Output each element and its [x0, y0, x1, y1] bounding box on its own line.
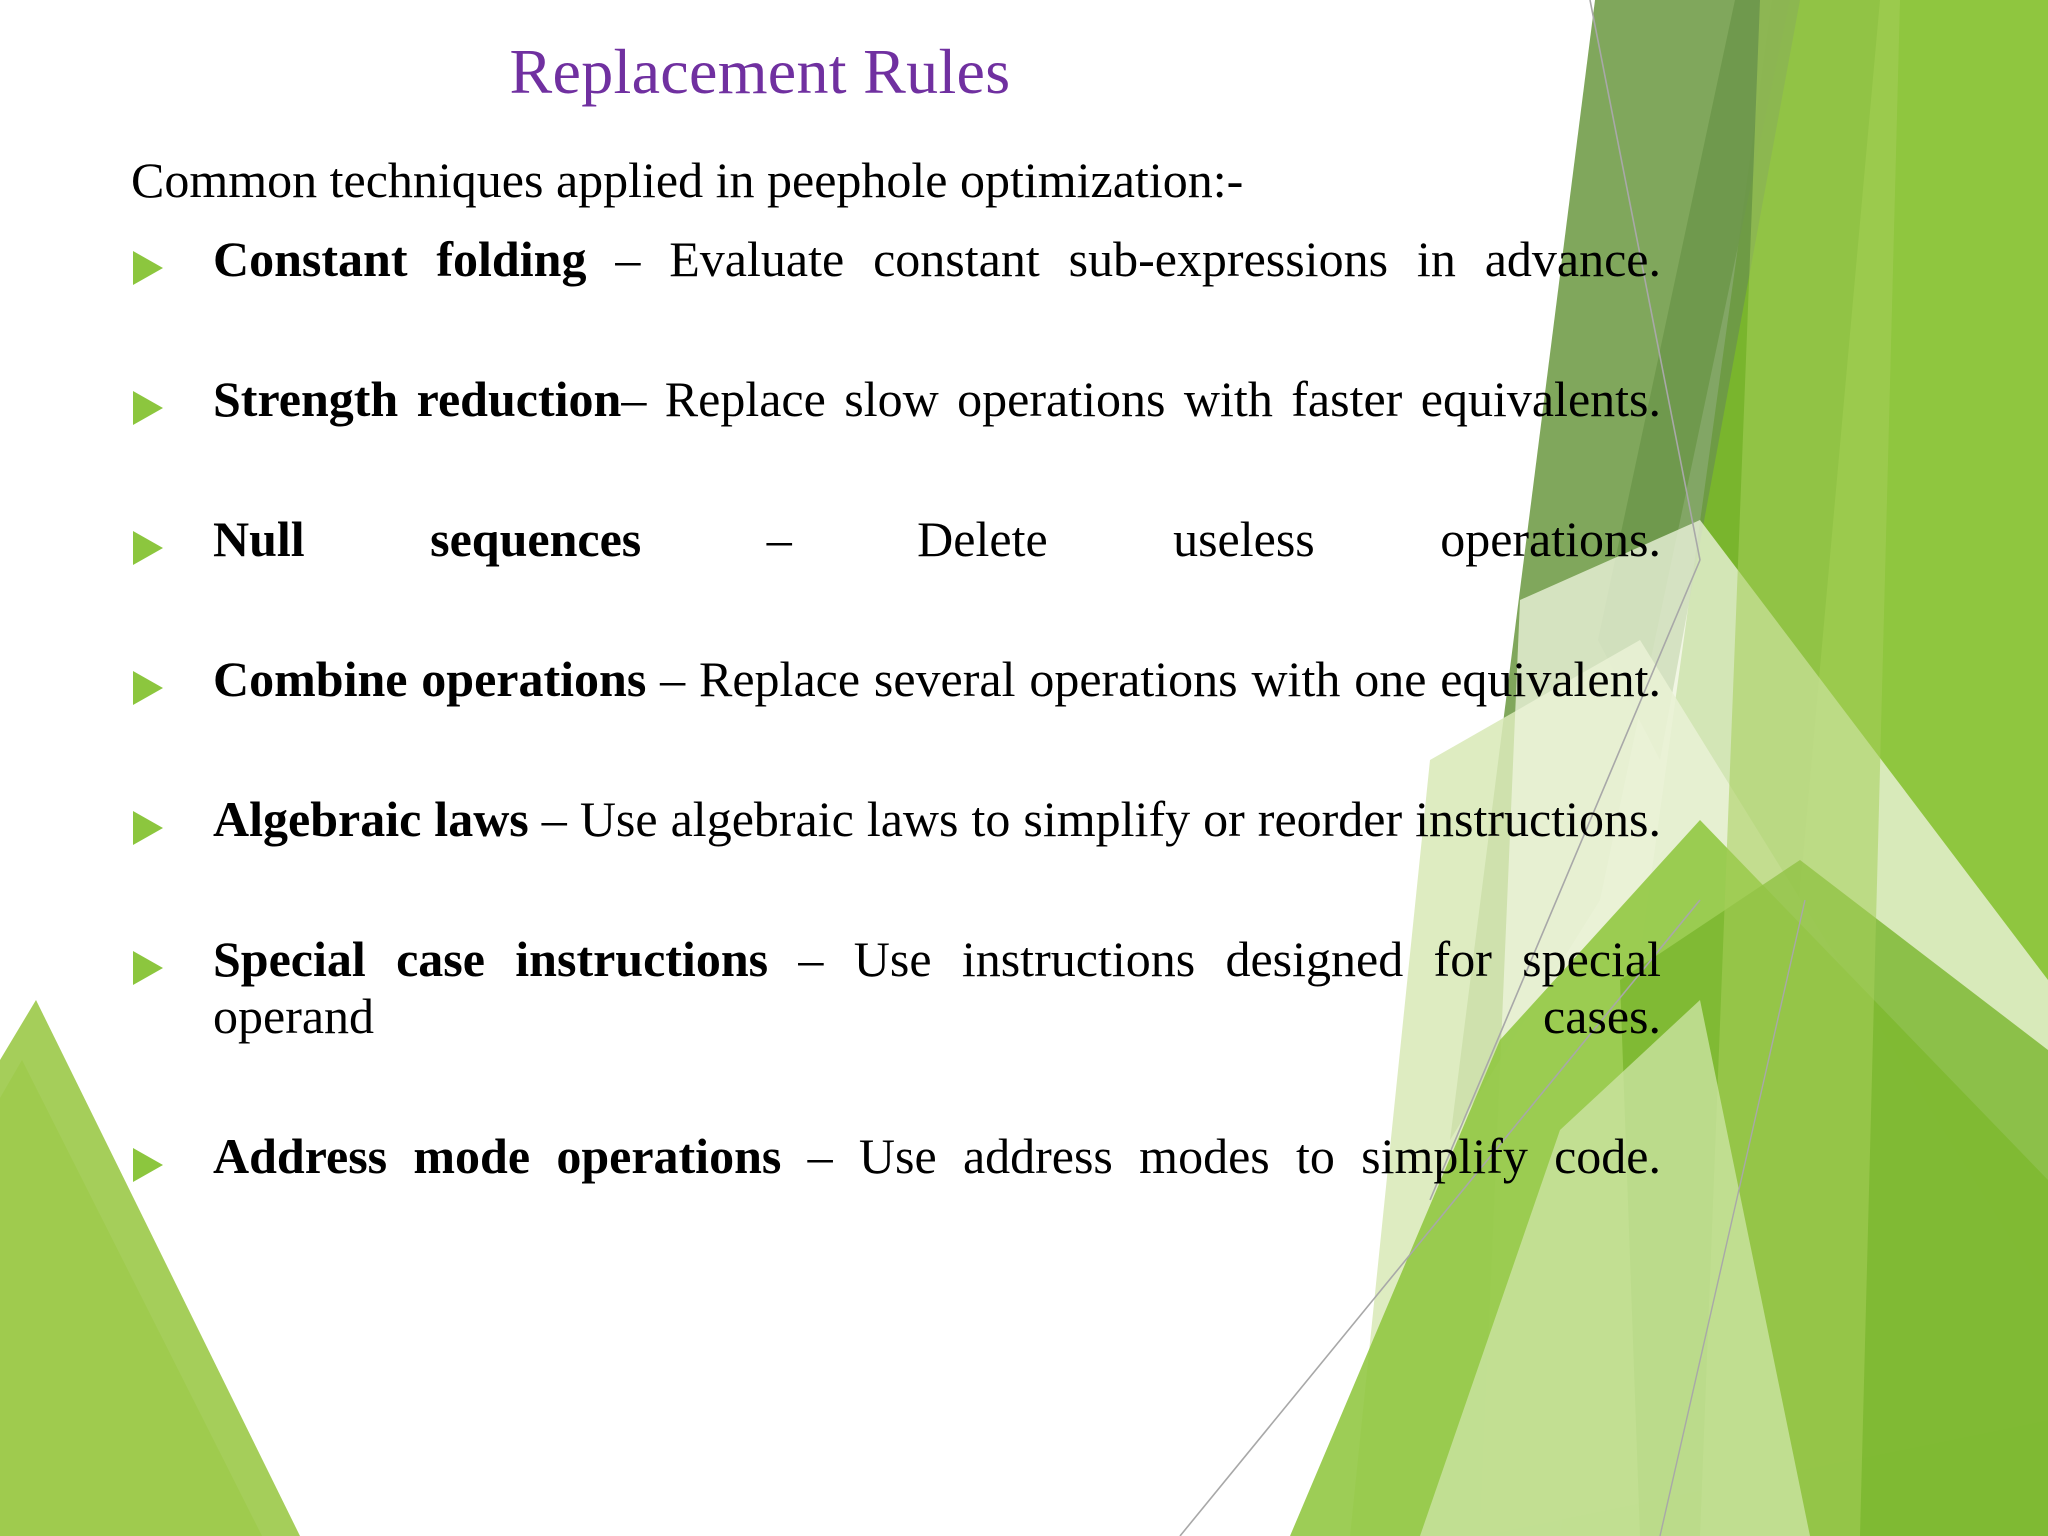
list-item: Combine operations – Replace several ope… [131, 651, 1661, 765]
bullet-rest: – Replace several operations with one eq… [646, 651, 1661, 707]
triangle-right-icon [133, 811, 163, 845]
bullet-lead: Address mode operations [213, 1128, 782, 1184]
bullet-text: Algebraic laws – Use algebraic laws to s… [213, 791, 1661, 905]
bullet-lead: Special case instructions [213, 931, 769, 987]
intro-text: Common techniques applied in peephole op… [131, 152, 1244, 208]
slide-body: Common techniques applied in peephole op… [131, 152, 1661, 1268]
page-title: Replacement Rules [509, 36, 1011, 107]
bullet-lead: Strength reduction [213, 371, 622, 427]
bullet-rest: – Replace slow operations with faster eq… [621, 371, 1661, 427]
triangle-right-icon [133, 531, 163, 565]
bullet-text: Strength reduction– Replace slow operati… [213, 371, 1661, 485]
list-item: Null sequences – Delete useless operatio… [131, 511, 1661, 625]
bullet-text: Constant folding – Evaluate constant sub… [213, 231, 1661, 345]
bullet-lead: Algebraic laws [213, 791, 529, 847]
bullet-text: Address mode operations – Use address mo… [213, 1128, 1661, 1242]
bullet-rest: – Use address modes to simplify code. [781, 1128, 1662, 1184]
triangle-right-icon [133, 251, 163, 285]
bullet-rest: – Use algebraic laws to simplify or reor… [528, 791, 1661, 847]
list-item: Constant folding – Evaluate constant sub… [131, 231, 1661, 345]
list-item: Algebraic laws – Use algebraic laws to s… [131, 791, 1661, 905]
list-item: Special case instructions – Use instruct… [131, 931, 1661, 1102]
triangle-right-icon [133, 1148, 163, 1182]
bullet-rest: – Delete useless operations. [641, 511, 1661, 567]
bullet-lead: Null sequences [213, 511, 642, 567]
deco-light-sheet [1700, 0, 1900, 1536]
deco-mid-sheet [1620, 860, 2048, 1536]
list-item: Address mode operations – Use address mo… [131, 1128, 1661, 1242]
triangle-right-icon [133, 671, 163, 705]
bullet-lead: Combine operations [213, 651, 647, 707]
triangle-right-icon [133, 391, 163, 425]
bullet-rest: – Evaluate constant sub-expressions in a… [586, 231, 1662, 287]
deco-right-band-outer [1740, 0, 2048, 1536]
triangle-right-icon [133, 951, 163, 985]
list-item: Strength reduction– Replace slow operati… [131, 371, 1661, 485]
bullet-text: Null sequences – Delete useless operatio… [213, 511, 1661, 625]
deco-hairline-4 [1659, 899, 1806, 1536]
bullet-text: Special case instructions – Use instruct… [213, 931, 1661, 1102]
bullet-text: Combine operations – Replace several ope… [213, 651, 1661, 765]
bullet-lead: Constant folding [213, 231, 587, 287]
